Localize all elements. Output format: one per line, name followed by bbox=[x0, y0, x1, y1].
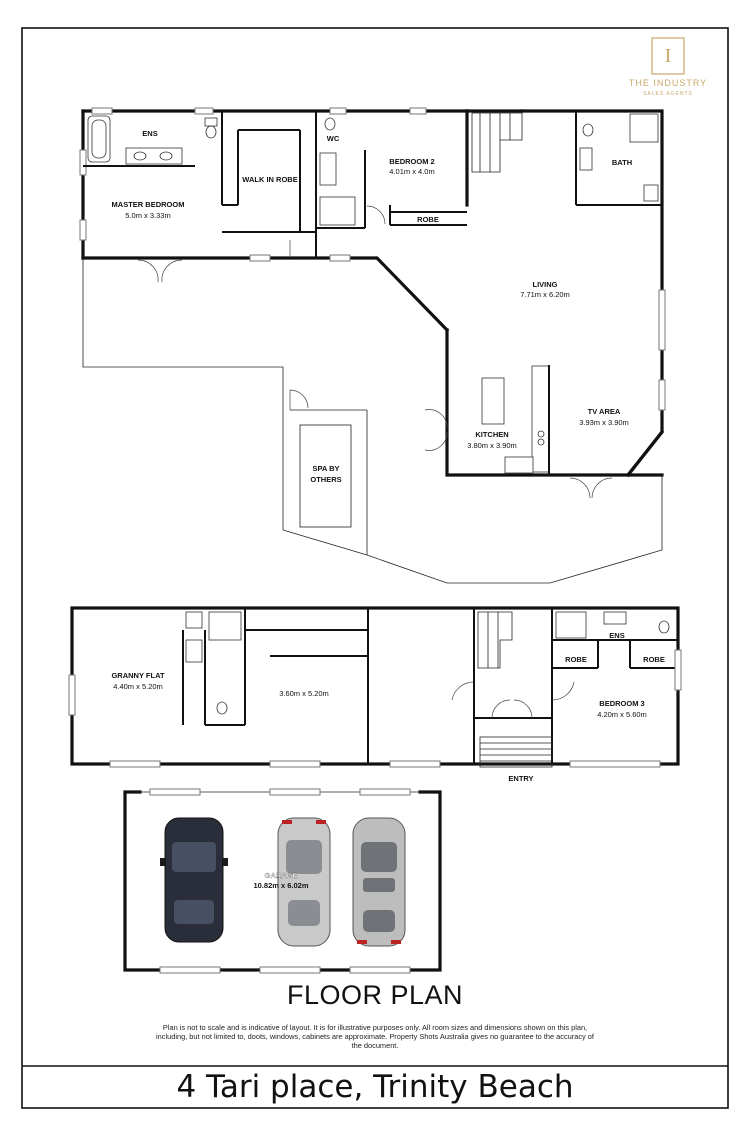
spa bbox=[299, 424, 352, 528]
kitchen-fixtures bbox=[481, 365, 550, 475]
room-dims-tv-area: 3.93m x 3.90m bbox=[579, 418, 629, 427]
room-label-walk-in-robe-text: WALK IN ROBE bbox=[242, 175, 297, 184]
room-dims-living: 7.71m x 6.20m bbox=[520, 290, 570, 299]
main-house bbox=[79, 107, 666, 499]
garage bbox=[123, 788, 442, 974]
car-icon bbox=[277, 817, 331, 947]
disclaimer: Plan is not to scale and is indicative o… bbox=[156, 1023, 594, 1050]
room-dims-granny-flat: 4.40m x 5.20m bbox=[113, 682, 163, 691]
room-dims-bedroom3: 4.20m x 5.60m bbox=[597, 710, 647, 719]
lower-level bbox=[68, 606, 682, 768]
car-icon bbox=[160, 817, 228, 943]
room-dims-master-bedroom: 5.0m x 3.33m bbox=[125, 211, 170, 220]
car-icon bbox=[352, 817, 406, 947]
room-label-ens-lower: ENS bbox=[609, 631, 624, 640]
room-label-living: LIVING bbox=[532, 280, 557, 289]
room-label-robe-lower-right: ROBE bbox=[643, 655, 665, 664]
room-label-ens-upper: ENS bbox=[142, 129, 157, 138]
brand-logo: I THE INDUSTRY SALES AGENTS bbox=[629, 37, 707, 97]
room-label-granny-flat: GRANNY FLAT bbox=[111, 671, 164, 680]
room-label-master-bedroom: MASTER BEDROOM bbox=[112, 200, 185, 209]
toilet-icon bbox=[658, 620, 670, 634]
room-dims-garage: 10.82m x 6.02m bbox=[253, 881, 308, 890]
spa-label-line2: OTHERS bbox=[310, 475, 341, 484]
stairs-main bbox=[471, 112, 523, 173]
room-label-bedroom3: BEDROOM 3 bbox=[599, 699, 644, 708]
room-label-bath: BATH bbox=[612, 158, 632, 167]
property-address: 4 Tari place, Trinity Beach bbox=[176, 1069, 574, 1105]
room-dims-second-room: 3.60m x 5.20m bbox=[279, 689, 329, 698]
entry-steps bbox=[479, 736, 553, 768]
room-label-garage: GARAGE bbox=[265, 871, 298, 880]
shower-icon bbox=[208, 611, 242, 641]
shower-icon bbox=[555, 611, 587, 639]
toilet-icon bbox=[216, 701, 228, 715]
room-label-tv-area: TV AREA bbox=[588, 407, 621, 416]
svg-text:I: I bbox=[665, 45, 672, 67]
toilet-icon bbox=[324, 117, 336, 131]
room-label-wc: WC bbox=[327, 134, 340, 143]
room-label-bedroom2: BEDROOM 2 bbox=[389, 157, 434, 166]
brand-tagline: SALES AGENTS bbox=[643, 91, 693, 97]
room-dims-bedroom2: 4.01m x 4.0m bbox=[389, 167, 434, 176]
page-border bbox=[21, 27, 729, 1109]
room-label-kitchen: KITCHEN bbox=[475, 430, 508, 439]
shower-icon bbox=[319, 196, 356, 226]
toilet-icon bbox=[582, 123, 594, 137]
room-label-entry: ENTRY bbox=[508, 774, 533, 783]
room-dims-kitchen: 3.80m x 3.90m bbox=[467, 441, 517, 450]
spa-label-line1: SPA BY bbox=[312, 464, 339, 473]
brand-name: THE INDUSTRY bbox=[629, 78, 707, 88]
room-label-robe-lower-left: ROBE bbox=[565, 655, 587, 664]
patio-outline bbox=[82, 258, 663, 584]
room-label-robe-upper: ROBE bbox=[417, 215, 439, 224]
shower-icon bbox=[629, 113, 659, 143]
plan-title: FLOOR PLAN bbox=[286, 980, 464, 1010]
toilet-icon bbox=[204, 117, 218, 127]
